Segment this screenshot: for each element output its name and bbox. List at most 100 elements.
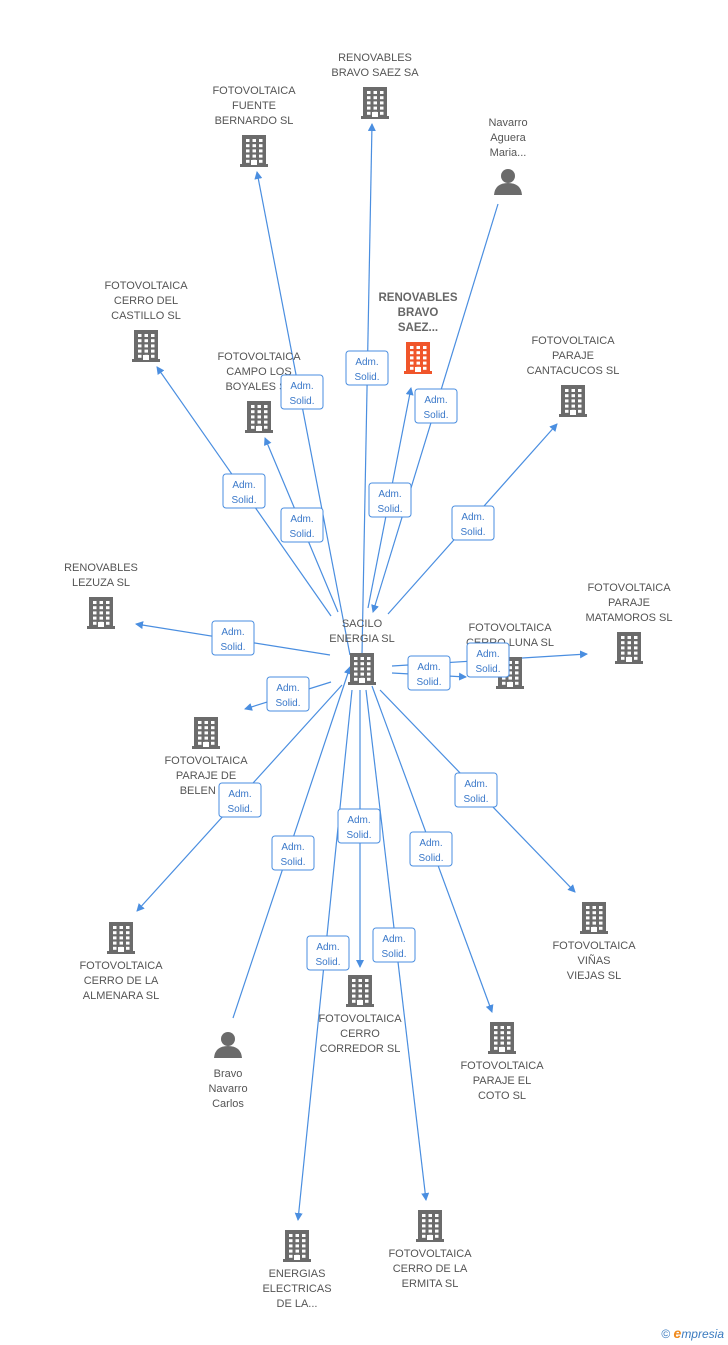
node-label-line: PARAJE EL: [473, 1075, 532, 1087]
relation-label-line: Solid.: [289, 396, 314, 407]
relation-badge[interactable]: Adm.Solid.: [306, 935, 350, 971]
relation-label-line: Adm.: [382, 934, 405, 945]
building-icon[interactable]: [283, 1230, 311, 1262]
building-icon[interactable]: [416, 1210, 444, 1242]
node-label-line: DE LA...: [277, 1298, 318, 1310]
person-icon[interactable]: [494, 169, 522, 195]
building-icon[interactable]: [346, 975, 374, 1007]
relation-label: Adm.Solid.: [381, 934, 406, 960]
node-label-line: CORREDOR SL: [320, 1043, 401, 1055]
person-icon[interactable]: [214, 1032, 242, 1058]
relation-label: Adm.Solid.: [418, 838, 443, 864]
relation-label: Adm.Solid.: [377, 489, 402, 515]
node-label-line: FUENTE: [232, 100, 276, 112]
node-label-line: FOTOVOLTAICA: [217, 351, 301, 363]
relation-label-line: Solid.: [460, 527, 485, 538]
building-icon[interactable]: [87, 597, 115, 629]
relation-label-line: Adm.: [228, 789, 251, 800]
node-label-line: SAEZ...: [398, 322, 438, 334]
node-label-line: FOTOVOLTAICA: [164, 755, 248, 767]
relation-badge[interactable]: Adm.Solid.: [266, 676, 310, 712]
node-label-line: BRAVO: [398, 307, 439, 319]
node-energias[interactable]: ENERGIAS ELECTRICAS DE LA...: [262, 1230, 332, 1310]
relation-badge[interactable]: Adm.Solid.: [345, 350, 389, 386]
node-label-line: FOTOVOLTAICA: [552, 940, 636, 952]
building-icon[interactable]: [488, 1022, 516, 1054]
node-label-line: COTO SL: [478, 1090, 526, 1102]
building-icon[interactable]: [615, 632, 643, 664]
node-label-line: PARAJE: [608, 597, 650, 609]
node-label-line: FOTOVOLTAICA: [318, 1013, 402, 1025]
edge-sacilo-to-fuente: [254, 171, 351, 656]
relation-badge[interactable]: Adm.Solid.: [451, 505, 495, 541]
building-icon[interactable]: [559, 385, 587, 417]
relation-badge[interactable]: Adm.Solid.: [466, 642, 510, 678]
relation-badge[interactable]: Adm.Solid.: [211, 620, 255, 656]
brand-watermark: © empresia: [661, 1325, 724, 1341]
relation-badge[interactable]: Adm.Solid.: [271, 835, 315, 871]
relation-badge[interactable]: Adm.Solid.: [218, 782, 262, 818]
relation-badge[interactable]: Adm. Solid.: [280, 374, 324, 410]
relation-badge[interactable]: Adm.Solid.: [222, 473, 266, 509]
building-icon[interactable]: [107, 922, 135, 954]
relation-label: Adm.Solid.: [346, 815, 371, 841]
building-icon[interactable]: [132, 330, 160, 362]
relation-badge[interactable]: Adm.Solid.: [372, 927, 416, 963]
relation-label: Adm.Solid.: [289, 514, 314, 540]
building-icon[interactable]: [192, 717, 220, 749]
node-label-line: FOTOVOLTAICA: [531, 335, 615, 347]
relation-badge[interactable]: Adm.Solid.: [407, 655, 451, 691]
relation-badge[interactable]: Adm.Solid.: [414, 388, 458, 424]
node-label-line: ENERGIAS: [269, 1268, 326, 1280]
relation-badge[interactable]: Adm.Solid.: [337, 808, 381, 844]
relation-label-line: Solid.: [280, 857, 305, 868]
copyright-symbol: ©: [661, 1327, 671, 1341]
relation-label-line: Adm.: [276, 683, 299, 694]
relation-badge[interactable]: Adm. Solid.: [454, 772, 498, 808]
relation-label-line: Adm.: [464, 779, 487, 790]
relation-label-line: Solid.: [463, 794, 488, 805]
node-rbs_focus[interactable]: RENOVABLES BRAVO SAEZ...: [378, 292, 458, 374]
building-icon[interactable]: [240, 135, 268, 167]
relation-badge[interactable]: Adm.Solid.: [409, 831, 453, 867]
relation-label: Adm.Solid.: [315, 942, 340, 968]
building-icon[interactable]: [245, 401, 273, 433]
building-icon[interactable]: [348, 653, 376, 685]
building-icon[interactable]: [580, 902, 608, 934]
relation-label-line: Adm.: [290, 381, 313, 392]
node-label-line: ELECTRICAS: [262, 1283, 331, 1295]
relation-label-line: Adm.: [476, 649, 499, 660]
relation-label-line: Solid.: [354, 372, 379, 383]
relation-label-line: Adm.: [378, 489, 401, 500]
relation-badge[interactable]: Adm.Solid.: [280, 507, 324, 543]
node-label-line: CERRO DEL: [114, 295, 178, 307]
building-icon[interactable]: [404, 342, 432, 374]
building-icon[interactable]: [361, 87, 389, 119]
node-label-rbs_focus: RENOVABLES BRAVO SAEZ...: [378, 292, 457, 334]
node-label-line: RENOVABLES: [378, 292, 457, 304]
relation-badge[interactable]: Adm.Solid.: [368, 482, 412, 518]
relation-label: Adm.Solid.: [460, 512, 485, 538]
